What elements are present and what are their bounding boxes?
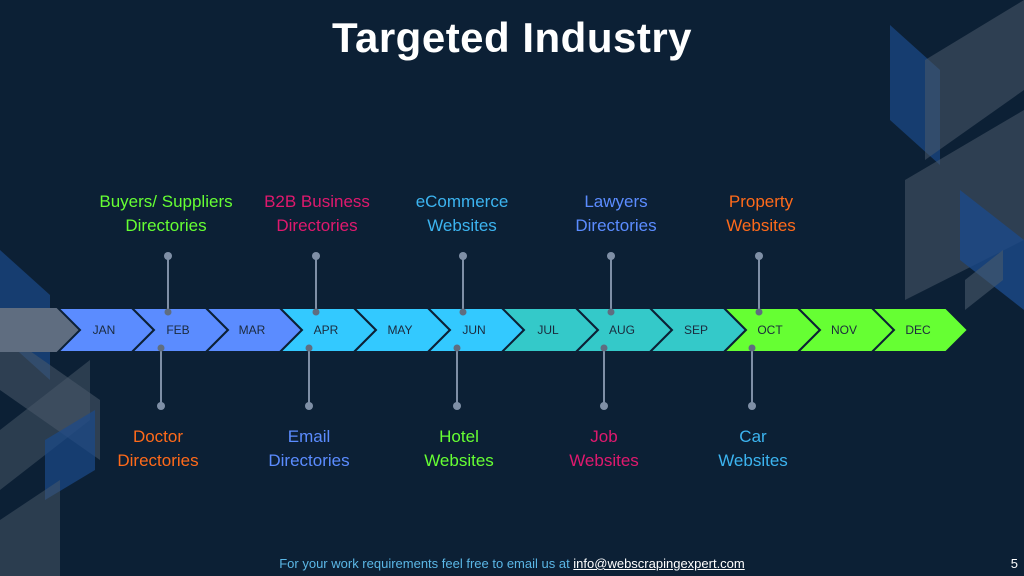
page-number: 5 xyxy=(1010,556,1018,571)
month-label-oct: OCT xyxy=(757,323,783,337)
label-b2b-business: B2B Business Directories xyxy=(237,190,397,238)
month-label-jul: JUL xyxy=(537,323,559,337)
month-label-feb: FEB xyxy=(166,323,189,337)
label-line-1: Hotel xyxy=(439,427,479,446)
label-hotel: Hotel Websites xyxy=(379,425,539,473)
month-label-may: MAY xyxy=(387,323,412,337)
month-label-jan: JAN xyxy=(93,323,116,337)
bottom-connector-5-dot xyxy=(748,402,756,410)
top-connector-2-dot xyxy=(312,252,320,260)
top-connector-1-dot xyxy=(164,308,172,316)
top-connector-5-dot xyxy=(755,252,763,260)
month-label-aug: AUG xyxy=(609,323,635,337)
label-line-1: Buyers/ Suppliers xyxy=(99,192,233,211)
bottom-connector-4-dot xyxy=(600,402,608,410)
label-line-1: Car xyxy=(739,427,767,446)
label-line-2: Directories xyxy=(117,451,199,470)
bottom-connector-5-dot xyxy=(748,344,756,352)
month-chevron-dec xyxy=(869,307,970,353)
label-line-2: Directories xyxy=(268,451,350,470)
label-line-2: Websites xyxy=(718,451,788,470)
month-label-nov: NOV xyxy=(831,323,857,337)
top-connector-3-dot xyxy=(459,308,467,316)
bottom-connector-4-dot xyxy=(600,344,608,352)
label-line-1: Doctor xyxy=(132,427,184,446)
label-buyers-suppliers: Buyers/ Suppliers Directories xyxy=(86,190,246,238)
label-property: Property Websites xyxy=(681,190,841,238)
month-label-dec: DEC xyxy=(905,323,931,337)
top-connector-1-dot xyxy=(164,252,172,260)
bottom-connector-2-dot xyxy=(305,402,313,410)
label-email: Email Directories xyxy=(229,425,389,473)
slide-title: Targeted Industry xyxy=(331,14,693,61)
label-line-2: Websites xyxy=(726,216,796,235)
top-connector-2-dot xyxy=(312,308,320,316)
label-line-1: eCommerce xyxy=(415,192,509,211)
label-line-1: Property xyxy=(728,192,794,211)
label-ecommerce: eCommerce Websites xyxy=(382,190,542,238)
month-label-sep: SEP xyxy=(684,323,708,337)
label-doctor: Doctor Directories xyxy=(78,425,238,473)
label-line-1: Lawyers xyxy=(584,192,648,211)
top-connector-4-dot xyxy=(607,308,615,316)
footer-text: For your work requirements feel free to … xyxy=(279,556,574,571)
label-line-2: Directories xyxy=(276,216,358,235)
label-job: Job Websites xyxy=(524,425,684,473)
label-line-1: Email xyxy=(287,427,331,446)
bottom-connector-1-dot xyxy=(157,344,165,352)
top-connector-4-dot xyxy=(607,252,615,260)
bottom-connector-1-dot xyxy=(157,402,165,410)
label-line-2: Websites xyxy=(427,216,497,235)
label-lawyers: Lawyers Directories xyxy=(536,190,696,238)
label-line-1: Job xyxy=(590,427,618,446)
top-connector-5-dot xyxy=(755,308,763,316)
bottom-connector-3-dot xyxy=(453,344,461,352)
bottom-connector-2-dot xyxy=(305,344,313,352)
label-line-2: Directories xyxy=(125,216,207,235)
month-label-apr: APR xyxy=(314,323,339,337)
label-line-1: B2B Business xyxy=(264,192,370,211)
label-line-2: Directories xyxy=(575,216,657,235)
label-car: Car Websites xyxy=(673,425,833,473)
top-connector-3-dot xyxy=(459,252,467,260)
label-line-2: Websites xyxy=(569,451,639,470)
label-line-2: Websites xyxy=(424,451,494,470)
email-link[interactable]: info@webscrapingexpert.com xyxy=(573,556,745,571)
footer: For your work requirements feel free to … xyxy=(0,556,1024,571)
bottom-connector-3-dot xyxy=(453,402,461,410)
month-label-jun: JUN xyxy=(462,323,485,337)
month-label-mar: MAR xyxy=(239,323,266,337)
